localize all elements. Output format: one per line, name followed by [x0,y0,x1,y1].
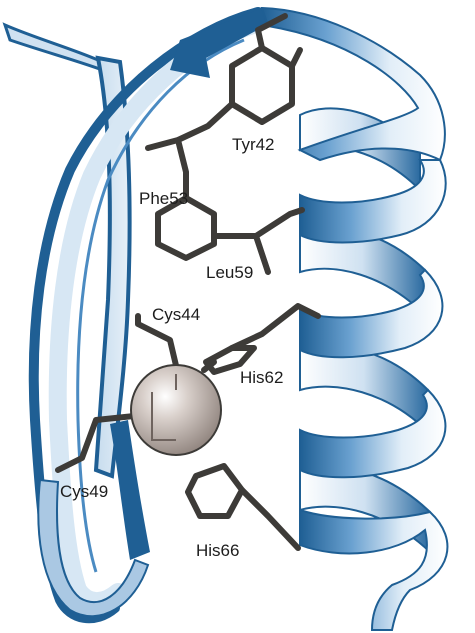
label-cys44: Cys44 [152,305,201,324]
helix-front-1 [299,159,447,244]
his62-sidechain [201,303,321,375]
helix-back-3 [299,344,429,435]
tyr42-sidechain [145,13,303,151]
side-chains [55,13,321,551]
phe53-sidechain [155,137,305,261]
his66-sidechain [185,463,301,551]
helix-front-bottom [299,508,449,631]
beta-hairpin [2,7,272,624]
hairpin-inner-edge [76,38,245,573]
label-cys49: Cys49 [60,482,109,501]
ion-coordination-lines [151,374,177,441]
hairpin-loop [37,478,150,618]
label-leu59: Leu59 [206,263,254,282]
leu59-sidechain [253,233,271,275]
cys49-sidechain [55,413,137,473]
cys44-sidechain [135,313,181,377]
label-his62: His62 [240,368,284,387]
label-his66: His66 [196,541,240,560]
helix-front-2 [299,268,444,359]
helix-front-top [260,6,446,162]
beta-strand-2 [110,420,150,560]
label-phe53: Phe53 [139,189,189,208]
beta-strand-1 [93,55,132,479]
label-tyr42: Tyr42 [232,135,275,154]
metal-ion-sphere [130,364,222,456]
strand-arrow-head [170,8,272,78]
hairpin-inner-band [48,17,259,611]
n-terminal-strand [2,22,113,76]
helix-front-3 [299,388,447,479]
alpha-helix [260,6,449,631]
